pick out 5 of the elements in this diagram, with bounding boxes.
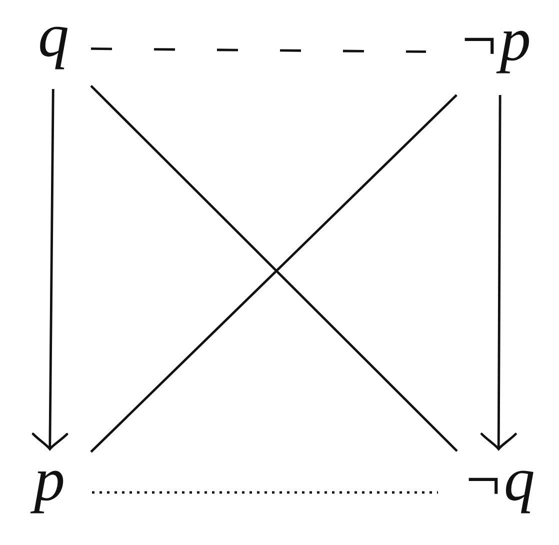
proposition-label: ¬p — [458, 9, 531, 71]
proposition-label: ¬q — [462, 449, 535, 511]
dashed-line — [90, 48, 426, 53]
dotted-line — [92, 491, 438, 494]
proposition-label: q — [38, 5, 69, 67]
